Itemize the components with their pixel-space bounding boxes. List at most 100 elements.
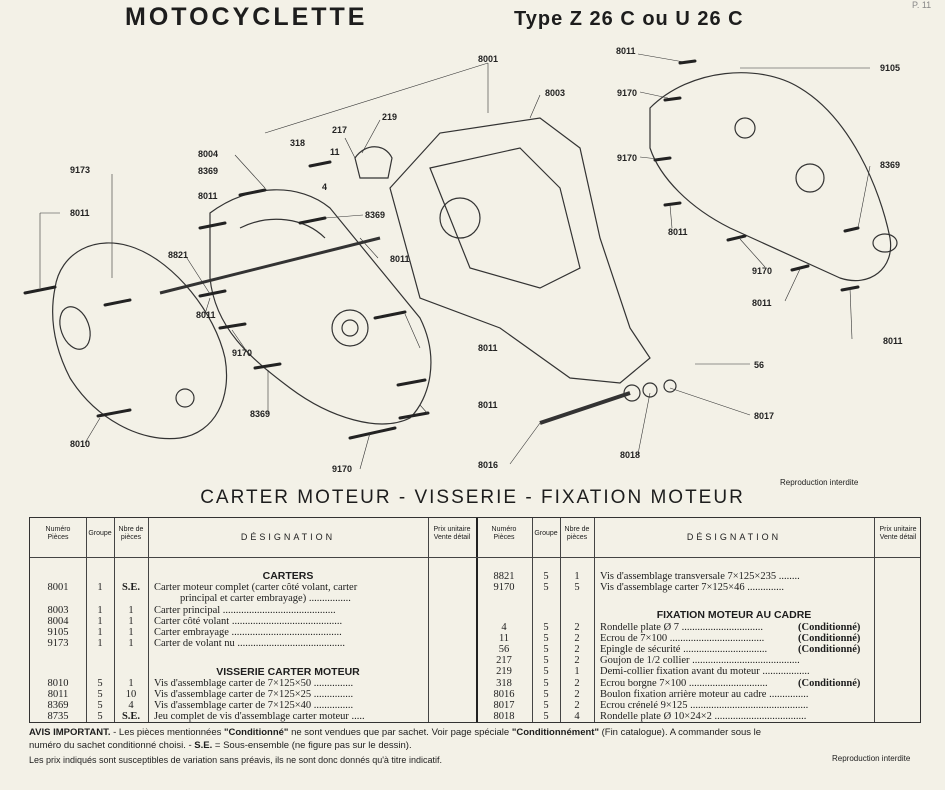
callout-8010: 8010 <box>70 439 90 449</box>
cell-num: 8017 <box>493 700 515 711</box>
header-nbre: Nbre de pièces <box>118 526 144 541</box>
cell-nbre: 2 <box>574 655 580 666</box>
callout-9170: 9170 <box>332 464 352 474</box>
section-heading: VISSERIE CARTER MOTEUR <box>216 666 360 678</box>
cell-nbre: 2 <box>574 678 580 689</box>
reproduction-notice: Reproduction interdite <box>832 754 911 763</box>
callout-8369: 8369 <box>365 210 385 220</box>
cell-designation: Boulon fixation arrière moteur au cadre … <box>600 689 809 700</box>
cell-designation: Vis d'assemblage transversale 7×125×235 … <box>600 571 800 582</box>
callout-8369: 8369 <box>250 409 270 419</box>
cell-nbre: 2 <box>574 633 580 644</box>
callout-8011: 8011 <box>70 208 90 218</box>
callout-8017: 8017 <box>754 411 774 421</box>
cell-grp: 5 <box>543 582 549 593</box>
cell-designation: Ecrou de 7×100 .........................… <box>600 633 765 644</box>
cell-grp: 5 <box>97 700 103 711</box>
callout-8003: 8003 <box>545 88 565 98</box>
cell-nbre: 10 <box>125 689 137 700</box>
section-title: CARTER MOTEUR - VISSERIE - FIXATION MOTE… <box>200 487 745 508</box>
cell-designation: Vis d'assemblage carter de 7×125×25 ....… <box>154 689 354 700</box>
callout-9173: 9173 <box>70 165 90 175</box>
cell-grp: 5 <box>97 689 103 700</box>
callout-8011: 8011 <box>478 343 498 353</box>
cell-grp: 1 <box>97 638 103 649</box>
callout-8011: 8011 <box>752 298 772 308</box>
cell-nbre: 2 <box>574 689 580 700</box>
cell-num: 8369 <box>47 700 69 711</box>
cell-grp: 5 <box>543 571 549 582</box>
cell-grp: 5 <box>543 622 549 633</box>
callout-4: 4 <box>322 182 327 192</box>
cell-nbre: 1 <box>128 678 134 689</box>
cell-designation: Carter côté volant .....................… <box>154 616 343 627</box>
cell-num: 217 <box>496 655 512 666</box>
cell-grp: 5 <box>543 655 549 666</box>
callout-8016: 8016 <box>478 460 498 470</box>
callout-219: 219 <box>382 112 397 122</box>
cell-nbre: 1 <box>574 666 580 677</box>
cell-designation: Epingle de sécurité ....................… <box>600 644 768 655</box>
reproduction-notice: Reproduction interdite <box>780 478 859 487</box>
cell-designation: Rondelle plate Ø 7 .....................… <box>600 622 764 633</box>
section-heading: FIXATION MOTEUR AU CADRE <box>656 609 812 621</box>
cell-nbre: 1 <box>128 627 134 638</box>
cell-designation: principal et carter embrayage) .........… <box>180 593 351 604</box>
callout-56: 56 <box>754 360 764 370</box>
cell-num: 8010 <box>47 678 69 689</box>
callout-8369: 8369 <box>198 166 218 176</box>
cell-grp: 5 <box>543 633 549 644</box>
cell-tag: (Conditionné) <box>798 622 861 633</box>
price-disclaimer: Les prix indiqués sont susceptibles de v… <box>29 755 442 765</box>
cell-grp: 5 <box>543 644 549 655</box>
cell-designation: Ecrou crénelé 9×125 ....................… <box>600 700 809 711</box>
cell-num: 8004 <box>47 616 69 627</box>
cell-grp: 5 <box>543 711 549 722</box>
callout-217: 217 <box>332 125 347 135</box>
cell-num: 318 <box>496 678 512 689</box>
cell-grp: 5 <box>97 711 103 722</box>
cell-num: 8018 <box>493 711 515 722</box>
page-subtitle: Type Z 26 C ou U 26 C <box>514 8 744 30</box>
cell-tag: (Conditionné) <box>798 633 861 644</box>
section-heading: CARTERS <box>262 570 314 582</box>
cell-grp: 1 <box>97 616 103 627</box>
parts-table: Numéro Pièces Groupe Nbre de pièces DÉSI… <box>29 517 921 723</box>
cell-grp: 5 <box>543 678 549 689</box>
header-designation: DÉSIGNATION <box>240 532 336 542</box>
callout-8821: 8821 <box>168 250 188 260</box>
notice-label: AVIS IMPORTANT. <box>29 727 111 738</box>
callout-9170: 9170 <box>617 88 637 98</box>
cell-num: 9173 <box>47 638 69 649</box>
cell-nbre: S.E. <box>121 711 141 722</box>
callout-8011: 8011 <box>196 310 216 320</box>
cell-grp: 1 <box>97 627 103 638</box>
cell-designation: Carter embrayage .......................… <box>154 627 342 638</box>
cell-designation: Carter de volant nu ....................… <box>154 638 346 649</box>
cell-grp: 5 <box>543 700 549 711</box>
side-crankcase-drawing <box>209 189 432 425</box>
cell-num: 8001 <box>47 582 69 593</box>
cell-nbre: 1 <box>128 605 134 616</box>
exploded-diagram: 8001 8003 8011 9105 9170 9170 8369 8011 … <box>23 46 903 474</box>
cell-designation: Carter moteur complet (carter côté volan… <box>154 582 358 593</box>
page-number: P. 11 <box>912 0 932 10</box>
callout-8018: 8018 <box>620 450 640 460</box>
cell-designation: Vis d'assemblage carter de 7×125×50 ....… <box>154 678 354 689</box>
cell-designation: Carter principal .......................… <box>154 605 336 616</box>
cell-nbre: 2 <box>574 644 580 655</box>
callout-8011: 8011 <box>198 191 218 201</box>
cell-nbre: 2 <box>574 700 580 711</box>
clutch-cover-drawing <box>649 72 892 282</box>
header-designation: DÉSIGNATION <box>686 532 782 542</box>
callout-9170: 9170 <box>752 266 772 276</box>
cell-nbre: 1 <box>128 638 134 649</box>
callout-8011: 8011 <box>883 336 903 346</box>
cell-nbre: 1 <box>128 616 134 627</box>
cell-num: 8821 <box>493 571 515 582</box>
cell-grp: 5 <box>543 666 549 677</box>
cell-designation: Demi-collier fixation avant du moteur ..… <box>600 666 810 677</box>
cell-num: 219 <box>496 666 512 677</box>
callout-8369: 8369 <box>880 160 900 170</box>
callout-11: 11 <box>330 147 340 157</box>
